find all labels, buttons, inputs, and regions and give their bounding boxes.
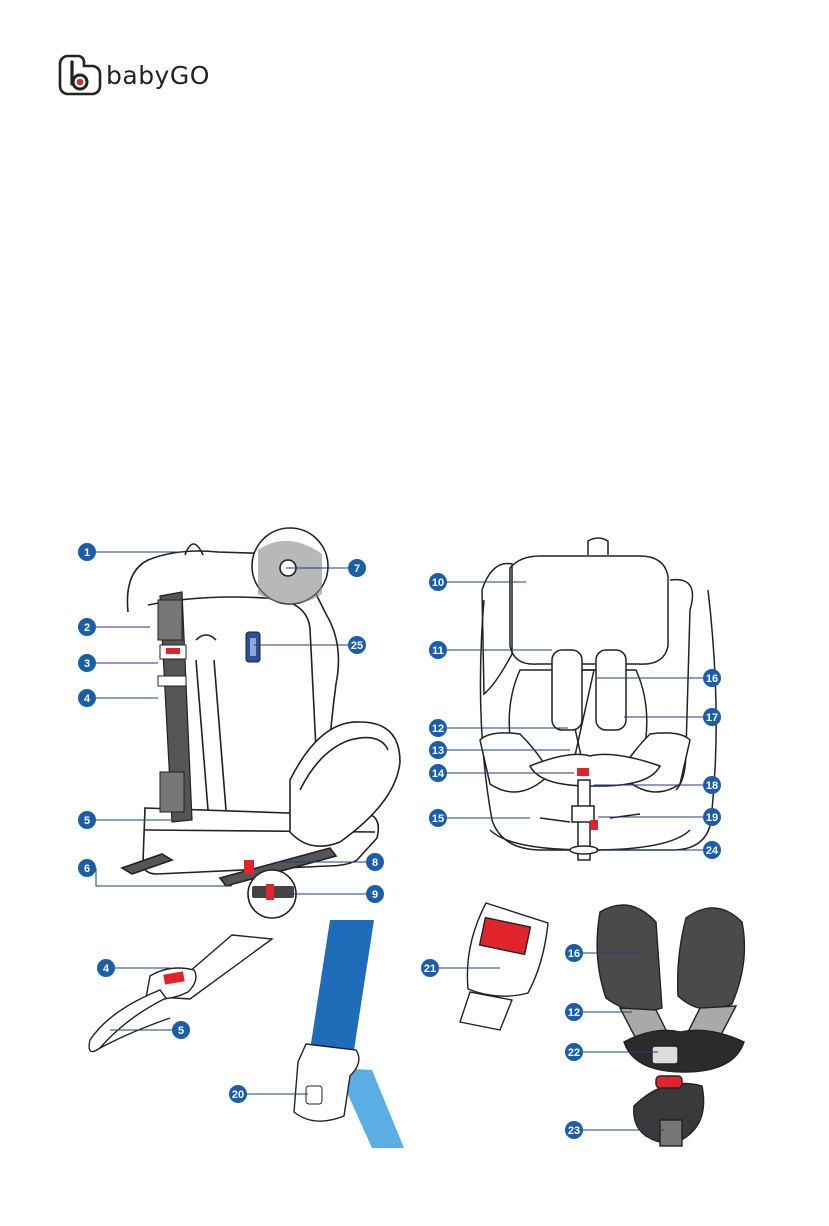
callout-badge-9: 9 [366, 885, 384, 903]
callout-number: 3 [84, 658, 90, 670]
callout-number: 16 [568, 948, 580, 960]
callout-number: 18 [706, 780, 718, 792]
callout-number: 17 [706, 712, 718, 724]
callout-badge-22: 22 [565, 1043, 583, 1061]
callout-badge-5: 5 [78, 811, 96, 829]
callout-badge-13: 13 [429, 741, 447, 759]
callout-badge-8: 8 [366, 853, 384, 871]
callout-number: 19 [706, 812, 718, 824]
callout-number: 2 [84, 622, 90, 634]
callout-number: 8 [372, 857, 378, 869]
callout-badge-18: 18 [703, 776, 721, 794]
callout-number: 23 [568, 1125, 580, 1137]
callout-number: 25 [351, 640, 363, 652]
callout-number: 4 [103, 963, 110, 975]
callout-badge-21: 21 [421, 959, 439, 977]
callout-badge-20: 20 [229, 1085, 247, 1103]
callout-number: 14 [432, 768, 445, 780]
callout-badge-4: 4 [97, 959, 115, 977]
callout-number: 6 [84, 863, 90, 875]
callout-number: 7 [354, 563, 360, 575]
harness-pads-detail [597, 905, 744, 1072]
callout-badge-17: 17 [703, 708, 721, 726]
callout-number: 13 [432, 745, 444, 757]
callout-number: 12 [432, 723, 444, 735]
harness-adjuster-detail [252, 528, 328, 604]
callout-badge-11: 11 [429, 641, 447, 659]
buckle-release-indicator [577, 768, 589, 776]
callout-badge-10: 10 [429, 573, 447, 591]
callout-number: 22 [568, 1047, 580, 1059]
callout-badge-25: 25 [348, 636, 366, 654]
callout-badge-6: 6 [78, 859, 96, 877]
callout-number: 5 [178, 1025, 184, 1037]
callout-number: 4 [84, 693, 91, 705]
shoulder-belt [158, 592, 192, 822]
isofix-indicator [244, 860, 254, 874]
callout-badge-16: 16 [703, 669, 721, 687]
callout-number: 5 [84, 815, 90, 827]
callout-badge-23: 23 [565, 1121, 583, 1139]
callout-badge-4: 4 [78, 689, 96, 707]
callout-badge-2: 2 [78, 618, 96, 636]
callout-badge-24: 24 [703, 841, 721, 859]
callout-badge-3: 3 [78, 654, 96, 672]
callout-number: 16 [706, 673, 718, 685]
callout-number: 9 [372, 889, 378, 901]
callout-number: 12 [568, 1007, 580, 1019]
crotch-buckle-tongue-detail [460, 903, 548, 1030]
harness-adjust-indicator [590, 820, 598, 830]
callout-badge-15: 15 [429, 809, 447, 827]
callout-number: 15 [432, 813, 444, 825]
callout-number: 21 [424, 963, 436, 975]
callout-badge-5: 5 [172, 1021, 190, 1039]
callout-badge-7: 7 [348, 559, 366, 577]
callout-number: 11 [432, 645, 444, 657]
callout-badge-12: 12 [429, 719, 447, 737]
isofix-connector-detail [248, 870, 296, 918]
callout-number: 10 [432, 577, 444, 589]
callout-number: 1 [84, 547, 90, 559]
crotch-buckle-detail [634, 1076, 704, 1146]
callout-badge-19: 19 [703, 808, 721, 826]
callout-badge-12: 12 [565, 1003, 583, 1021]
callout-badge-1: 1 [78, 543, 96, 561]
vehicle-belt-detail [294, 920, 404, 1148]
callout-number: 20 [232, 1089, 244, 1101]
callout-badge-16: 16 [565, 944, 583, 962]
harness-slider-part [246, 632, 260, 662]
callout-number: 24 [706, 845, 719, 857]
callout-badge-14: 14 [429, 764, 447, 782]
